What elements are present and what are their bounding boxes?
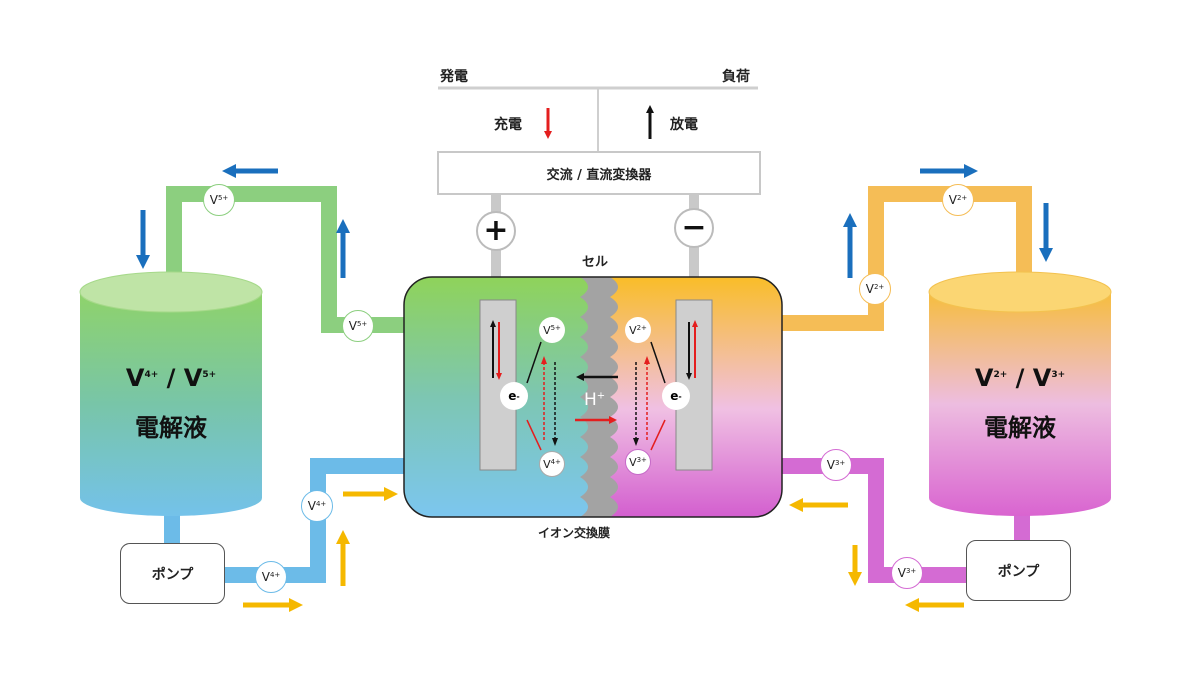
left-tank — [79, 271, 263, 516]
right-orange-pipe — [762, 186, 1032, 331]
cell-outline — [403, 276, 783, 518]
left-tank-ions: V4+ / V5+ — [125, 364, 217, 392]
right-tank — [928, 271, 1112, 516]
electron-charge: - — [516, 391, 520, 401]
electron-charge: - — [678, 391, 682, 401]
proton-charge: + — [596, 390, 606, 402]
proton-label: H+ — [584, 390, 605, 410]
right-pump: ポンプ — [966, 540, 1071, 601]
flow-arrows-yellow — [243, 487, 964, 612]
generation-label: 発電 — [440, 69, 468, 85]
ac-dc-converter: 交流 / 直流変換器 — [437, 151, 761, 195]
load-label: 負荷 — [722, 69, 750, 85]
right-pump-label: ポンプ — [997, 563, 1040, 580]
left-tank-label: 電解液 — [135, 414, 207, 442]
right-tank-ions: V2+ / V3+ — [974, 364, 1066, 392]
charge-label: 充電 — [494, 117, 522, 133]
electron-right: e- — [662, 382, 690, 410]
left-pump: ポンプ — [120, 543, 225, 604]
negative-terminal: − — [674, 208, 714, 248]
electron-symbol: e — [508, 389, 517, 403]
left-pump-label: ポンプ — [151, 566, 194, 583]
electron-left: e- — [500, 382, 528, 410]
ion-exchange-membrane — [580, 277, 618, 517]
negative-wire — [689, 194, 699, 304]
flow-arrows-blue — [136, 164, 1053, 278]
discharge-label: 放電 — [670, 117, 698, 133]
right-tank-label: 電解液 — [984, 414, 1056, 442]
membrane-label: イオン交換膜 — [538, 526, 611, 540]
converter-label: 交流 / 直流変換器 — [546, 167, 652, 183]
positive-terminal: + — [476, 211, 516, 251]
proton-symbol: H — [584, 390, 597, 410]
cell-label: セル — [582, 255, 609, 270]
electron-symbol: e — [670, 389, 679, 403]
